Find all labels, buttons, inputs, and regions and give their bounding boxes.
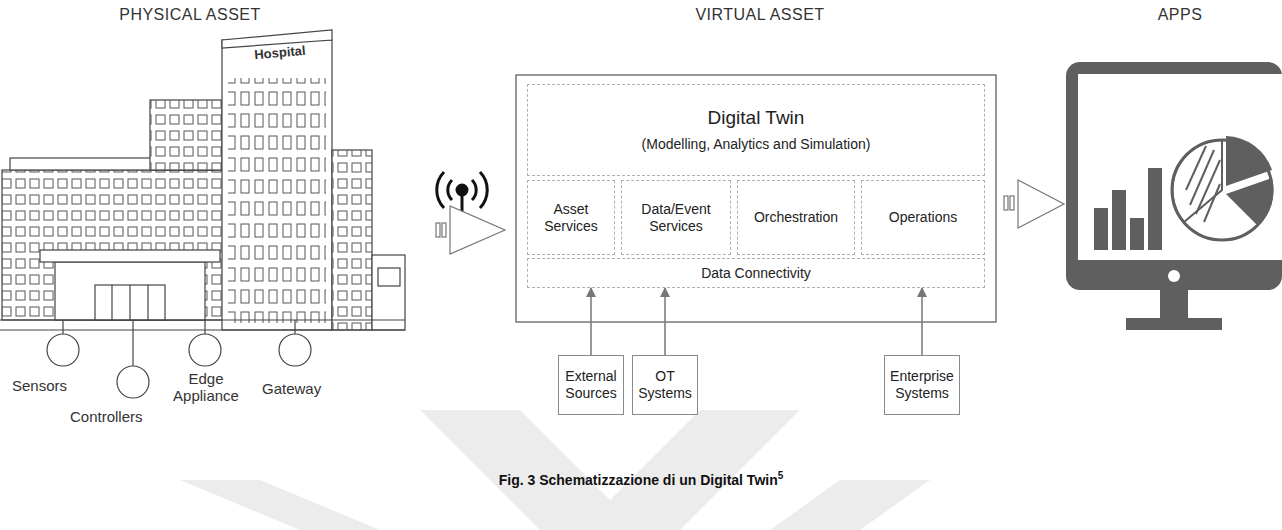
device-label: Edge Appliance xyxy=(170,370,242,405)
watermark xyxy=(180,410,930,530)
virtual-asset-frame xyxy=(516,75,996,322)
footnote-mark: 5 xyxy=(778,470,784,481)
flow-arrow xyxy=(436,180,1064,254)
data-feed-arrow xyxy=(590,288,592,355)
connectivity-band: Data Connectivity xyxy=(527,258,985,288)
data-feed-arrow xyxy=(664,288,666,355)
box-title: Asset Services xyxy=(533,201,609,235)
box-title: Data Connectivity xyxy=(701,265,811,282)
source-box: External Sources xyxy=(558,355,624,415)
service-box: Data/Event Services xyxy=(621,180,731,255)
device-label: Gateway xyxy=(262,380,342,397)
service-box: Operations xyxy=(861,180,985,255)
column-heading: VIRTUAL ASSET xyxy=(620,6,900,24)
box-title: Enterprise Systems xyxy=(890,368,954,402)
box-subtitle: (Modelling, Analytics and Simulation) xyxy=(642,136,871,153)
box-title: OT Systems xyxy=(638,368,692,402)
hospital-building xyxy=(0,30,405,330)
data-feed-arrow xyxy=(921,288,923,355)
box-title: Operations xyxy=(889,209,957,226)
digital-twin-box: Digital Twin (Modelling, Analytics and Si… xyxy=(527,84,985,176)
service-box: Asset Services xyxy=(527,180,615,255)
figure-caption: Fig. 3 Schematizzazione di un Digital Tw… xyxy=(499,472,778,488)
device-label: Controllers xyxy=(70,408,180,425)
caption-row: Fig. 3 Schematizzazione di un Digital Tw… xyxy=(0,470,1282,489)
column-heading: PHYSICAL ASSET xyxy=(60,6,320,24)
column-heading: APPS xyxy=(1120,6,1240,24)
box-title: External Sources xyxy=(564,368,618,402)
service-box: Orchestration xyxy=(737,180,855,255)
source-box: OT Systems xyxy=(632,355,698,415)
monitor-icon xyxy=(1066,62,1282,330)
box-title: Data/Event Services xyxy=(627,201,725,235)
box-title: Orchestration xyxy=(754,209,838,226)
device-label: Sensors xyxy=(12,377,92,394)
box-title: Digital Twin xyxy=(708,107,805,130)
source-box: Enterprise Systems xyxy=(884,355,960,415)
